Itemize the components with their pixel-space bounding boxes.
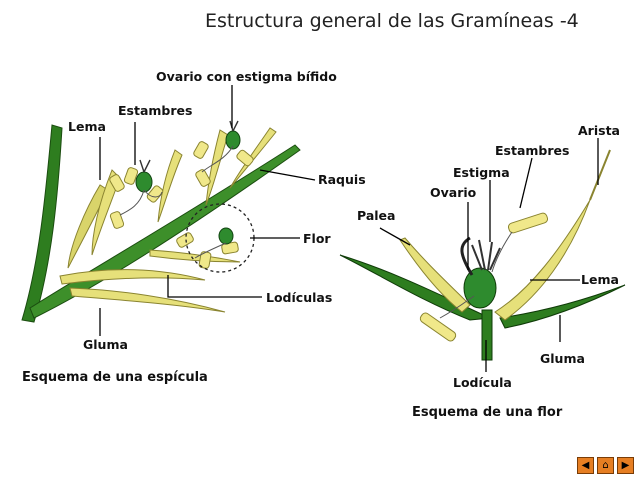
ovary-right-shape — [463, 267, 497, 309]
arista-line — [589, 149, 611, 201]
label-lema-right: Lema — [581, 272, 619, 287]
glume-shape — [69, 287, 226, 313]
prev-button[interactable]: ◀ — [577, 457, 594, 474]
next-button[interactable]: ▶ — [617, 457, 634, 474]
caption-flor: Esquema de una flor — [412, 405, 563, 420]
lemma-right-shape — [494, 199, 591, 321]
label-estambres-left: Estambres — [118, 103, 193, 118]
ovary-shape — [135, 171, 153, 193]
label-lema-left: Lema — [68, 119, 106, 134]
label-palea: Palea — [357, 208, 396, 223]
left-arrow-icon: ◀ — [581, 460, 590, 471]
lodicule-base — [481, 309, 493, 361]
label-gluma-right: Gluma — [540, 351, 585, 366]
rachis-stem — [21, 124, 63, 323]
label-flor: Flor — [303, 231, 331, 246]
label-gluma-left: Gluma — [83, 337, 128, 352]
spikelet-illustration — [21, 85, 316, 336]
label-ovario-estigma: Ovario con estigma bífido — [156, 69, 337, 84]
palea-shape — [399, 237, 471, 313]
label-lodiculas: Lodículas — [266, 290, 333, 305]
home-button[interactable]: ⌂ — [597, 457, 614, 474]
label-estigma: Estigma — [453, 165, 510, 180]
label-raquis: Raquis — [318, 172, 366, 187]
caption-espicula: Esquema de una espícula — [22, 370, 208, 385]
label-lodicula: Lodícula — [453, 375, 512, 390]
label-estambres-right: Estambres — [495, 143, 570, 158]
home-icon: ⌂ — [602, 460, 609, 471]
right-arrow-icon: ▶ — [621, 460, 630, 471]
label-arista: Arista — [578, 123, 620, 138]
label-ovario-right: Ovario — [430, 185, 477, 200]
flower-illustration — [339, 138, 626, 372]
page-title: Estructura general de las Gramíneas -4 — [205, 10, 579, 32]
